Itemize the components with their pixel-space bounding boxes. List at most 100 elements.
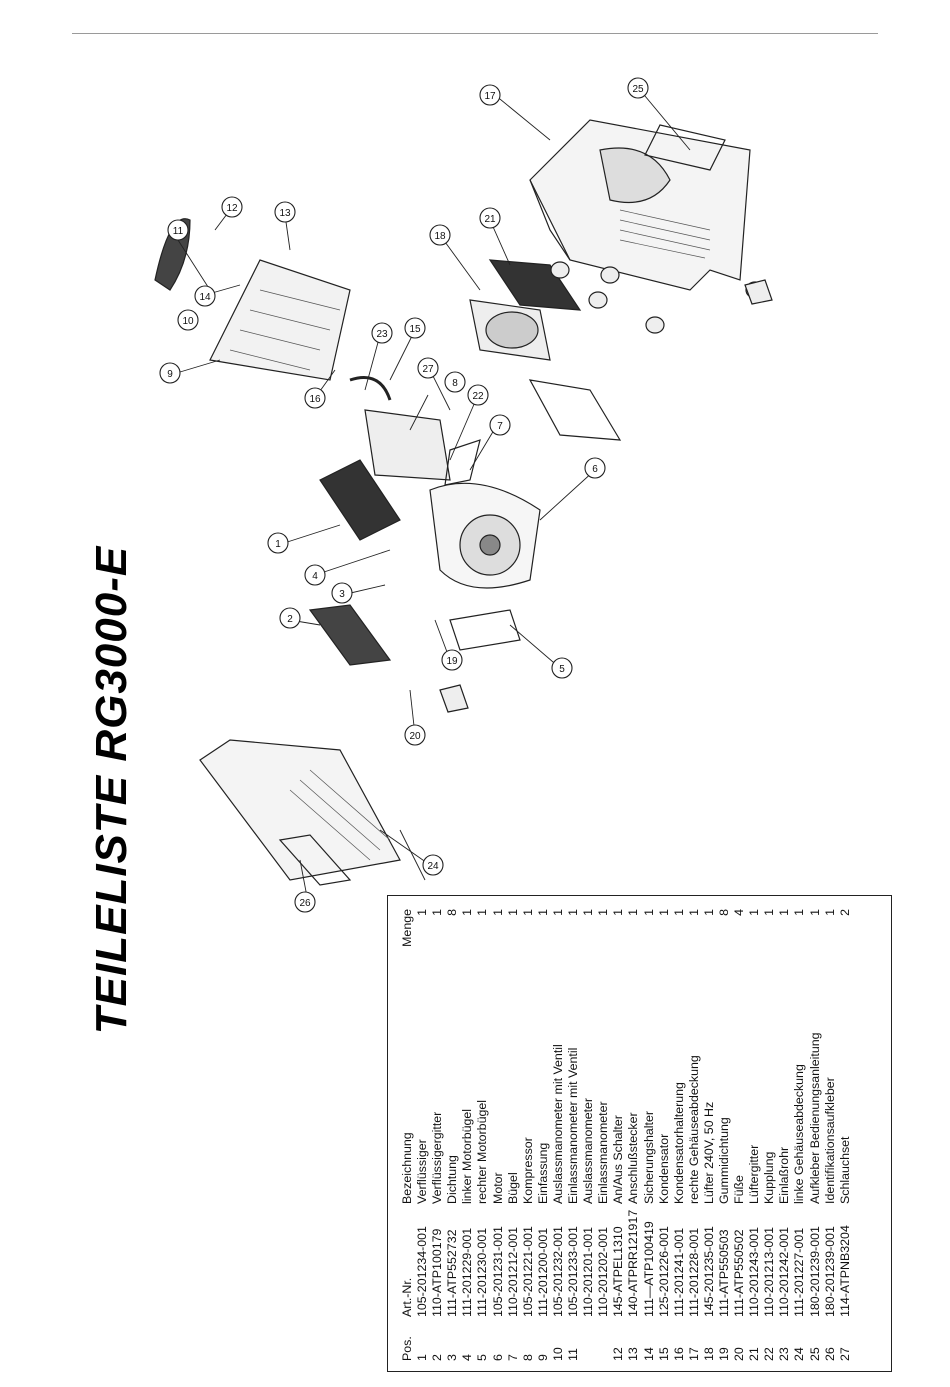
callout-16: 16	[304, 387, 326, 409]
cell-art-nr: 111-ATP550502	[732, 1229, 747, 1317]
cell-art-nr: 111-201228-001	[686, 1227, 701, 1317]
cell-bezeichnung: Identifikationsaufkleber	[822, 1077, 837, 1204]
cell-menge: 1	[656, 909, 671, 916]
callout-22: 22	[467, 384, 489, 406]
cell-pos: 14	[641, 1347, 656, 1361]
cell-art-nr: 110-201212-001	[505, 1226, 520, 1317]
cell-pos: 6	[490, 1354, 505, 1361]
callout-21: 21	[479, 207, 501, 229]
cell-bezeichnung: Kondensatorhalterung	[671, 1082, 686, 1204]
cell-bezeichnung: Sicherungshalter	[641, 1111, 656, 1204]
cell-bezeichnung: Einlassmanometer	[596, 1101, 611, 1204]
svg-text:10: 10	[182, 316, 194, 327]
cell-menge: 1	[626, 909, 641, 916]
svg-text:12: 12	[226, 203, 238, 214]
cell-menge: 1	[822, 909, 837, 916]
parts-table-rotated: Pos. Art.-Nr. Bezeichnung Menge 1 105-201…	[388, 896, 891, 1371]
svg-text:24: 24	[427, 861, 439, 872]
cell-pos: 21	[747, 1347, 762, 1361]
cell-pos: 10	[550, 1347, 565, 1361]
cell-pos: 9	[535, 1354, 550, 1361]
cell-art-nr: 110-201201-001	[581, 1226, 596, 1317]
callout-10: 10	[177, 309, 199, 331]
cell-menge: 1	[535, 909, 550, 916]
svg-text:17: 17	[484, 91, 496, 102]
cell-pos: 20	[732, 1347, 747, 1361]
svg-text:3: 3	[339, 589, 345, 600]
cell-menge: 1	[762, 909, 777, 916]
parts-table-box: Pos. Art.-Nr. Bezeichnung Menge 1 105-201…	[387, 895, 892, 1372]
cell-pos: 7	[505, 1354, 520, 1361]
cell-pos: 27	[837, 1347, 852, 1361]
cell-menge: 1	[807, 909, 822, 916]
cell-pos: 15	[656, 1347, 671, 1361]
cell-art-nr: 105-201231-001	[490, 1226, 505, 1317]
cell-pos	[596, 1317, 611, 1361]
callout-1: 1	[267, 532, 289, 554]
svg-text:9: 9	[167, 369, 173, 380]
cell-art-nr: 105-201232-001	[550, 1226, 565, 1317]
top-rule	[72, 33, 878, 34]
table-row: 20 111-ATP550502 Füße 4	[732, 909, 747, 1361]
cell-bezeichnung: Kondensator	[656, 1133, 671, 1204]
cell-menge: 1	[505, 909, 520, 916]
cell-bezeichnung: linker Motorbügel	[460, 1108, 475, 1204]
cell-menge: 1	[701, 909, 716, 916]
cell-menge: 4	[732, 909, 747, 916]
callout-15: 15	[404, 317, 426, 339]
cell-bezeichnung: Einfassung	[535, 1142, 550, 1204]
cell-menge: 8	[445, 909, 460, 916]
cell-menge: 8	[716, 909, 731, 916]
cell-bezeichnung: rechte Gehäuseabdeckung	[686, 1055, 701, 1204]
cell-pos: 26	[822, 1347, 837, 1361]
cell-art-nr: 110-201242-001	[777, 1226, 792, 1317]
callout-5: 5	[551, 657, 573, 679]
cell-bezeichnung: Füße	[732, 1175, 747, 1204]
cell-art-nr: 105-201234-001	[415, 1226, 430, 1317]
svg-text:6: 6	[592, 464, 598, 475]
cell-art-nr: 111-ATP552732	[445, 1229, 460, 1317]
cell-art-nr: 180-201239-001	[807, 1226, 822, 1317]
table-header-row: Pos. Art.-Nr. Bezeichnung Menge	[400, 909, 415, 1361]
cell-bezeichnung: Motor	[490, 1172, 505, 1204]
callout-20: 20	[404, 724, 426, 746]
svg-text:13: 13	[279, 208, 291, 219]
cell-bezeichnung: Gummidichtung	[716, 1117, 731, 1204]
cell-pos: 5	[475, 1354, 490, 1361]
callout-26: 26	[294, 891, 316, 913]
cell-menge: 1	[641, 909, 656, 916]
part-fan-grille	[488, 259, 582, 311]
svg-text:19: 19	[446, 656, 458, 667]
cell-art-nr: 125-201226-001	[656, 1226, 671, 1317]
cell-pos: 16	[671, 1347, 686, 1361]
svg-text:5: 5	[559, 664, 565, 675]
cell-bezeichnung: Einlassmanometer mit Ventil	[566, 1047, 581, 1204]
cell-pos: 1	[415, 1354, 430, 1361]
svg-text:2: 2	[287, 614, 293, 625]
header-pos: Pos.	[400, 1336, 414, 1361]
cell-bezeichnung: Auslassmanometer mit Ventil	[550, 1044, 565, 1204]
header-bezeichnung: Bezeichnung	[400, 1132, 414, 1204]
page-title: TEILELISTE RG3000-E	[87, 545, 136, 1035]
cell-menge: 1	[777, 909, 792, 916]
cell-menge: 1	[520, 909, 535, 916]
part-frame	[209, 259, 351, 381]
part-sticker-25	[644, 124, 726, 171]
cell-bezeichnung: Verflüssigergitter	[430, 1111, 445, 1204]
cell-pos: 4	[460, 1354, 475, 1361]
